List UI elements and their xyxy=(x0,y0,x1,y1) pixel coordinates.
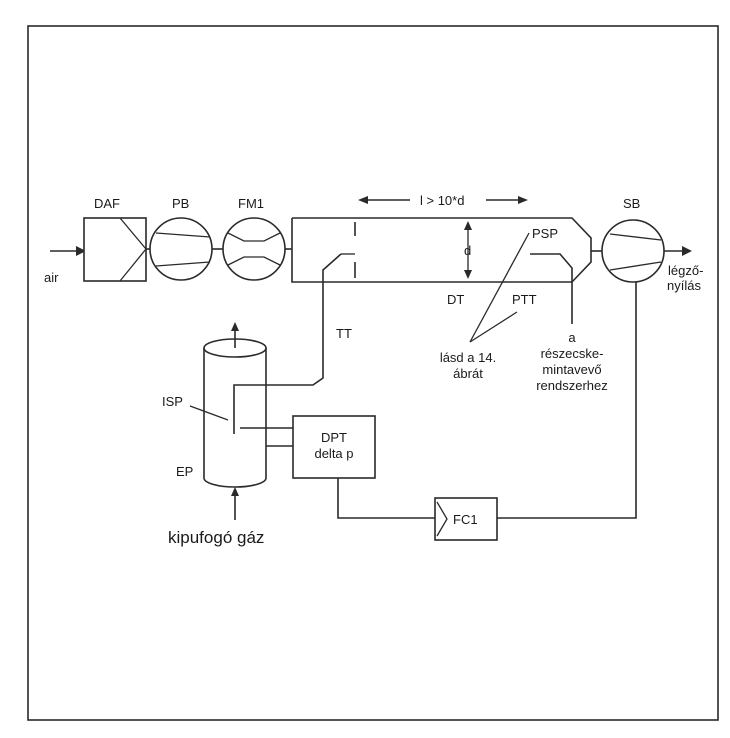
psp-label: PSP xyxy=(532,226,559,241)
see-figure-label-2: ábrát xyxy=(453,366,483,381)
psp-probe xyxy=(530,253,573,324)
pb-label: PB xyxy=(172,196,190,211)
fm1-flowmeter xyxy=(222,217,286,281)
length-rule-label: l > 10*d xyxy=(420,193,465,208)
dt-label: DT xyxy=(447,292,465,307)
breathing-opening-label-1: légző- xyxy=(668,263,704,278)
exhaust-up-arrow xyxy=(231,322,239,348)
exhaust-pipe xyxy=(203,338,267,488)
sb-label: SB xyxy=(623,196,641,211)
fc1-label: FC1 xyxy=(453,512,478,527)
ep-label: EP xyxy=(176,464,194,479)
dpt-label: DPT xyxy=(321,430,347,445)
reference-pointer-lines xyxy=(469,232,530,343)
daf-filter xyxy=(83,217,147,282)
exhaust-in-arrow xyxy=(231,487,239,520)
outlet-arrow xyxy=(664,246,692,256)
particle-sampler-label-3: mintavevő xyxy=(542,362,602,377)
length-dimension-arrows xyxy=(358,196,528,204)
see-figure-label-1: lásd a 14. xyxy=(439,350,497,365)
dpt-connections xyxy=(240,427,293,447)
daf-label: DAF xyxy=(94,196,120,211)
particle-sampler-label-2: részecske- xyxy=(540,346,604,361)
tt-label: TT xyxy=(336,326,352,341)
isp-pointer xyxy=(189,405,229,421)
dpt-box xyxy=(292,415,376,479)
outer-frame xyxy=(27,25,719,721)
fm1-label: FM1 xyxy=(238,196,264,211)
diameter-arrows xyxy=(464,221,472,279)
isp-label: ISP xyxy=(162,394,183,409)
particle-sampler-label-4: rendszerhez xyxy=(536,378,608,393)
delta-p-label: delta p xyxy=(314,446,354,461)
pb-pump xyxy=(149,217,213,281)
dpt-fc1-line xyxy=(337,478,435,519)
transfer-tube xyxy=(233,253,355,434)
air-inlet-arrow xyxy=(50,246,86,256)
exhaust-gas-label: kipufogó gáz xyxy=(168,528,265,547)
air-label: air xyxy=(44,270,59,285)
diameter-label: d xyxy=(464,243,472,258)
fc1-sb-line xyxy=(497,282,637,519)
ptt-label: PTT xyxy=(512,292,537,307)
dilution-tunnel xyxy=(291,217,592,283)
sb-blower xyxy=(591,219,665,283)
fc1-controller xyxy=(434,497,498,541)
breathing-opening-label-2: nyílás xyxy=(667,278,701,293)
particle-sampler-label-1: a xyxy=(568,330,576,345)
